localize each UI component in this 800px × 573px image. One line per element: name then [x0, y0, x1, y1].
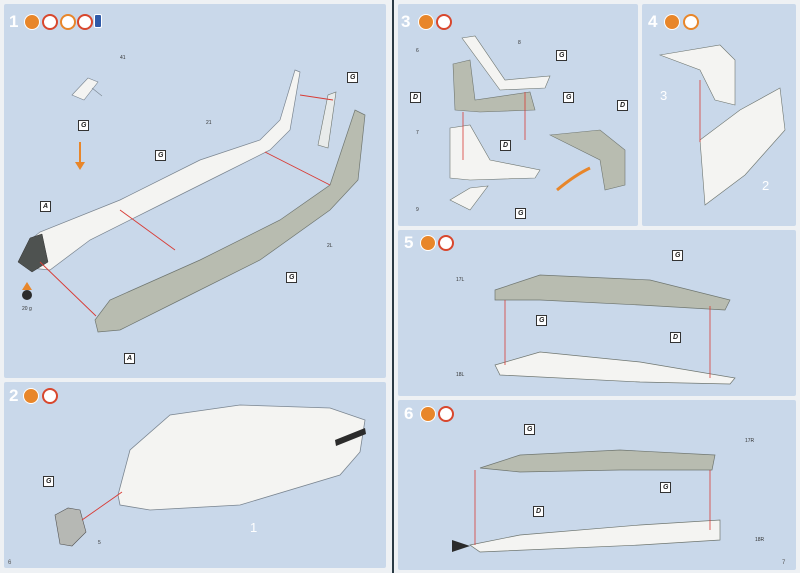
tail-cone — [449, 185, 489, 211]
paint-tag-d: D — [500, 140, 512, 151]
paint-tag-a: A — [40, 201, 52, 212]
step-number-3: 3 — [401, 12, 411, 31]
page-number-right: 7 — [782, 560, 786, 566]
fin-part — [317, 91, 337, 149]
paint-tag-d: D — [533, 506, 545, 517]
step-number-1: 1 — [9, 12, 19, 31]
tailplane-grey — [452, 59, 536, 113]
part-number: 18R — [755, 537, 765, 543]
part-number: 18L — [456, 372, 465, 378]
part-number: 41 — [120, 55, 126, 61]
glue-icon — [24, 14, 40, 30]
nose-cap-part — [54, 507, 87, 547]
part-number: 2L — [327, 243, 333, 249]
part-number: 9 — [416, 207, 419, 213]
page-number-left: 6 — [8, 560, 12, 566]
paint-tag-d: D — [617, 100, 629, 111]
glue-icon — [23, 388, 39, 404]
paint-tag-g: G — [536, 315, 548, 326]
gear-part — [71, 77, 103, 101]
part-number: 17R — [745, 438, 755, 444]
paint-tag-g: G — [563, 92, 575, 103]
tail-assembly-4 — [658, 44, 736, 106]
part-number: 8 — [518, 40, 521, 46]
paint-tag-g: G — [43, 476, 55, 487]
arrow-1b — [264, 151, 331, 186]
fuselage-half-grey — [94, 109, 366, 333]
part-number-large: 1 — [250, 520, 258, 535]
paint-icon — [436, 14, 452, 30]
paint-icon — [438, 406, 454, 422]
step-number-4: 4 — [648, 12, 658, 31]
paint-tag-g: G — [78, 120, 90, 131]
paint-tag-g: G — [155, 150, 167, 161]
step-number-5: 5 — [404, 233, 414, 252]
brush-icon — [77, 14, 93, 30]
paint-tag-g: G — [672, 250, 684, 261]
tailplane-white — [461, 35, 551, 91]
paint-icon — [42, 14, 58, 30]
weight-label: 20 g — [22, 306, 32, 312]
part-number: 5 — [98, 540, 101, 546]
rotate-arrow — [556, 166, 591, 192]
part-number-large: 3 — [660, 88, 668, 103]
paint-icon — [42, 388, 58, 404]
part-number: 6 — [416, 48, 419, 54]
ring-icon — [60, 14, 76, 30]
arrow-1a — [119, 209, 176, 251]
orange-down-arrow — [75, 142, 85, 170]
arrow-1c — [299, 94, 334, 101]
part-number: 21 — [206, 120, 212, 126]
paint-tag-g: G — [660, 482, 672, 493]
glue-icon — [420, 406, 436, 422]
part-number: 7 — [416, 130, 419, 136]
ring-icon — [683, 14, 699, 30]
fin-white — [449, 124, 541, 181]
part-number-large: 2 — [762, 178, 770, 193]
wing-lower-6 — [469, 519, 721, 553]
glue-icon — [420, 235, 436, 251]
part-number: 17L — [456, 277, 465, 283]
paint-tag-g: G — [556, 50, 568, 61]
paint-tag-g: G — [347, 72, 359, 83]
paint-tag-d: D — [670, 332, 682, 343]
glue-icon — [664, 14, 680, 30]
arrow-2 — [81, 491, 123, 521]
paint-icon — [438, 235, 454, 251]
fuselage-half-white — [29, 69, 301, 271]
paint-tag-g: G — [515, 208, 527, 219]
paint-tag-g: G — [524, 424, 536, 435]
assembled-tail — [548, 129, 626, 191]
paint-tag-g: G — [286, 272, 298, 283]
fuselage-tail-4 — [699, 87, 786, 206]
nose-section — [117, 404, 366, 511]
weight-icon — [22, 290, 32, 300]
step-number-6: 6 — [404, 404, 414, 423]
arrow-1d — [39, 261, 97, 317]
wing-upper-5 — [494, 274, 731, 311]
glue-icon — [418, 14, 434, 30]
paint-tag-d: D — [410, 92, 422, 103]
tape-icon — [94, 14, 102, 28]
wing-upper-6 — [479, 449, 716, 473]
step-3-panel — [398, 4, 638, 226]
wing-lower-5 — [494, 351, 736, 385]
paint-tag-a: A — [124, 353, 136, 364]
step-number-2: 2 — [9, 386, 19, 405]
